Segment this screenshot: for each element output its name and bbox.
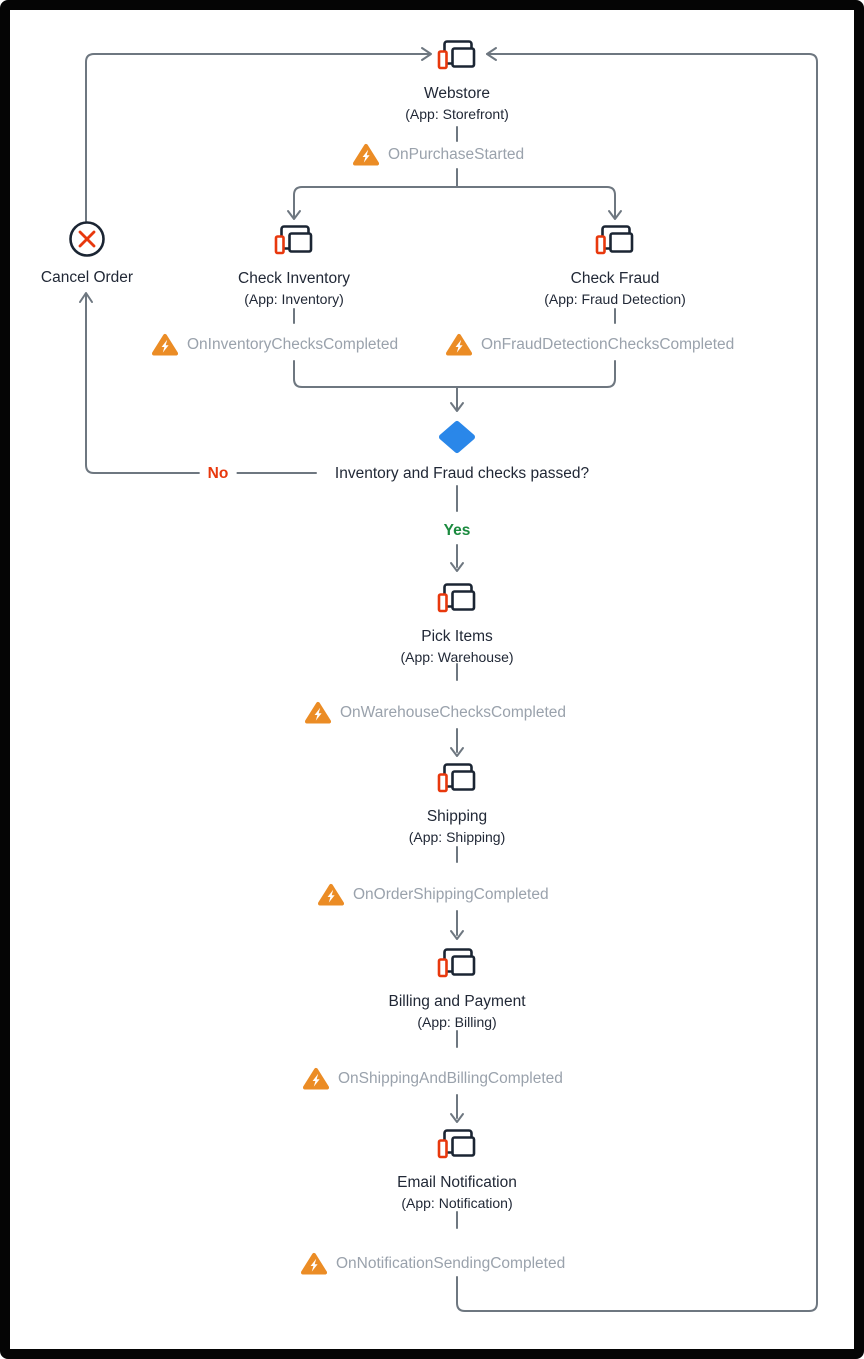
devices-icon — [437, 763, 476, 793]
node-title: Webstore — [423, 85, 491, 102]
lightning-event-icon — [318, 884, 344, 906]
decision-diamond-icon — [439, 421, 475, 453]
event-on-shipping-and-billing-completed: OnShippingAndBillingCompleted — [303, 1067, 563, 1091]
decision-no-label: No — [199, 464, 237, 483]
devices-icon — [595, 225, 634, 255]
node-title: Billing and Payment — [388, 993, 526, 1010]
node-app: (App: Notification) — [401, 1195, 513, 1211]
event-label: OnNotificationSendingCompleted — [336, 1255, 566, 1272]
event-on-warehouse-checks-completed: OnWarehouseChecksCompleted — [305, 701, 566, 725]
event-label: OnFraudDetectionChecksCompleted — [481, 336, 735, 353]
devices-icon — [437, 1129, 476, 1159]
node-shipping: Shipping (App: Shipping) — [337, 761, 577, 847]
lightning-event-icon — [353, 144, 379, 166]
event-label: OnInventoryChecksCompleted — [187, 336, 399, 353]
node-app: (App: Shipping) — [408, 829, 506, 845]
decision-question-label: Inventory and Fraud checks passed? — [326, 464, 598, 483]
event-label: OnShippingAndBillingCompleted — [338, 1070, 563, 1087]
lightning-event-icon — [303, 1068, 329, 1090]
devices-icon — [437, 583, 476, 613]
node-webstore: Webstore (App: Storefront) — [337, 38, 577, 124]
event-label: OnWarehouseChecksCompleted — [340, 704, 567, 721]
lightning-event-icon — [301, 1253, 327, 1275]
event-on-notification-sending-completed: OnNotificationSendingCompleted — [301, 1252, 565, 1276]
node-email-notification: Email Notification (App: Notification) — [337, 1127, 577, 1213]
cancel-order-label: Cancel Order — [32, 268, 142, 287]
node-app: (App: Storefront) — [405, 106, 509, 122]
node-app: (App: Inventory) — [244, 291, 344, 307]
event-label: OnPurchaseStarted — [388, 146, 525, 163]
node-check-fraud: Check Fraud (App: Fraud Detection) — [495, 223, 735, 309]
decision-yes-label: Yes — [435, 521, 479, 540]
node-app: (App: Fraud Detection) — [544, 291, 686, 307]
lightning-event-icon — [305, 702, 331, 724]
event-on-inventory-checks-completed: OnInventoryChecksCompleted — [152, 333, 398, 357]
node-check-inventory: Check Inventory (App: Inventory) — [174, 223, 414, 309]
node-app: (App: Warehouse) — [400, 649, 514, 665]
event-on-fraud-detection-checks-completed: OnFraudDetectionChecksCompleted — [446, 333, 734, 357]
node-app: (App: Billing) — [417, 1014, 497, 1030]
node-title: Email Notification — [397, 1174, 517, 1191]
devices-icon — [437, 40, 476, 70]
devices-icon — [274, 225, 313, 255]
devices-icon — [437, 948, 476, 978]
node-title: Check Fraud — [570, 270, 660, 287]
event-on-order-shipping-completed: OnOrderShippingCompleted — [318, 883, 549, 907]
lightning-event-icon — [446, 334, 472, 356]
node-title: Shipping — [426, 808, 488, 825]
node-title: Pick Items — [421, 628, 493, 645]
event-label: OnOrderShippingCompleted — [353, 886, 549, 903]
node-pick-items: Pick Items (App: Warehouse) — [337, 581, 577, 667]
cancel-icon — [69, 221, 105, 257]
node-billing: Billing and Payment (App: Billing) — [337, 946, 577, 1032]
event-on-purchase-started: OnPurchaseStarted — [353, 143, 524, 167]
node-title: Check Inventory — [238, 270, 350, 287]
lightning-event-icon — [152, 334, 178, 356]
